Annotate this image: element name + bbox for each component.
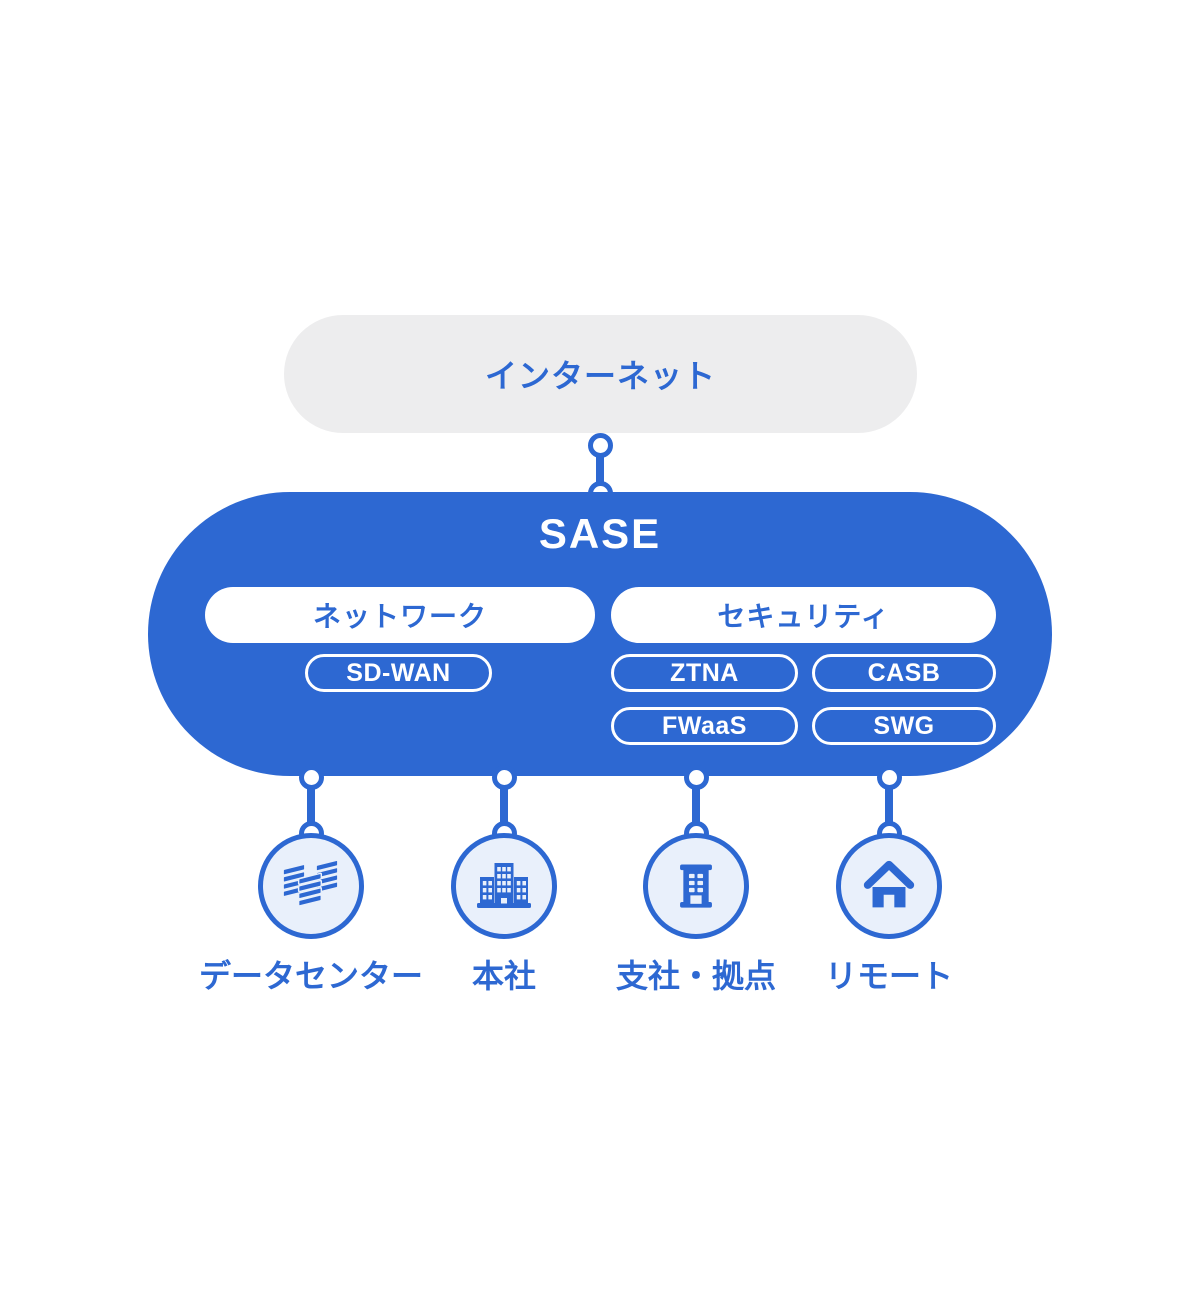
headquarters-icon <box>477 863 531 908</box>
connector-line <box>500 777 508 833</box>
ztna-pill: ZTNA <box>611 654 798 692</box>
connector-node-dot <box>298 764 324 790</box>
fwaas-label: FWaaS <box>662 711 747 740</box>
connector-line <box>885 777 893 833</box>
casb-pill: CASB <box>812 654 996 692</box>
endpoint-remote: リモート <box>769 764 1009 1004</box>
sd-wan-label: SD-WAN <box>346 658 451 687</box>
endpoint-label: データセンター <box>198 958 423 994</box>
endpoint-circle <box>451 833 557 939</box>
swg-label: SWG <box>873 711 935 740</box>
connector-line <box>307 777 315 833</box>
endpoint-headquarters: 本社 <box>384 764 624 1004</box>
network-category-pill: ネットワーク <box>205 587 595 643</box>
endpoint-circle <box>836 833 942 939</box>
connector-node-dot <box>587 432 613 458</box>
sase-container: SASE ネットワーク セキュリティ SD-WAN ZTNA CASB FWaa… <box>148 492 1052 776</box>
swg-pill: SWG <box>812 707 996 745</box>
connector-line <box>692 777 700 833</box>
endpoint-datacenter: データセンター <box>191 764 431 1004</box>
internet-label: インターネット <box>484 358 716 394</box>
endpoint-label: 本社 <box>471 958 536 994</box>
casb-label: CASB <box>867 658 941 687</box>
connector-node-dot <box>491 764 517 790</box>
network-label: ネットワーク <box>312 601 487 632</box>
endpoint-label: 支社・拠点 <box>615 958 776 994</box>
connector-node-dot <box>876 764 902 790</box>
endpoint-branch-office: 支社・拠点 <box>576 764 816 1004</box>
sase-title: SASE <box>538 510 662 557</box>
home-icon <box>863 860 915 908</box>
endpoint-circle <box>643 833 749 939</box>
sd-wan-pill: SD-WAN <box>305 654 492 692</box>
security-category-pill: セキュリティ <box>611 587 996 643</box>
endpoint-label: リモート <box>824 958 953 994</box>
connector-node-dot <box>683 764 709 790</box>
fwaas-pill: FWaaS <box>611 707 798 745</box>
branch-office-icon <box>680 864 712 908</box>
security-label: セキュリティ <box>717 601 890 632</box>
ztna-label: ZTNA <box>670 658 739 687</box>
internet-pill: インターネット <box>284 315 917 433</box>
connector-line <box>596 445 604 493</box>
endpoint-circle <box>258 833 364 939</box>
datacenter-icon <box>282 859 339 907</box>
